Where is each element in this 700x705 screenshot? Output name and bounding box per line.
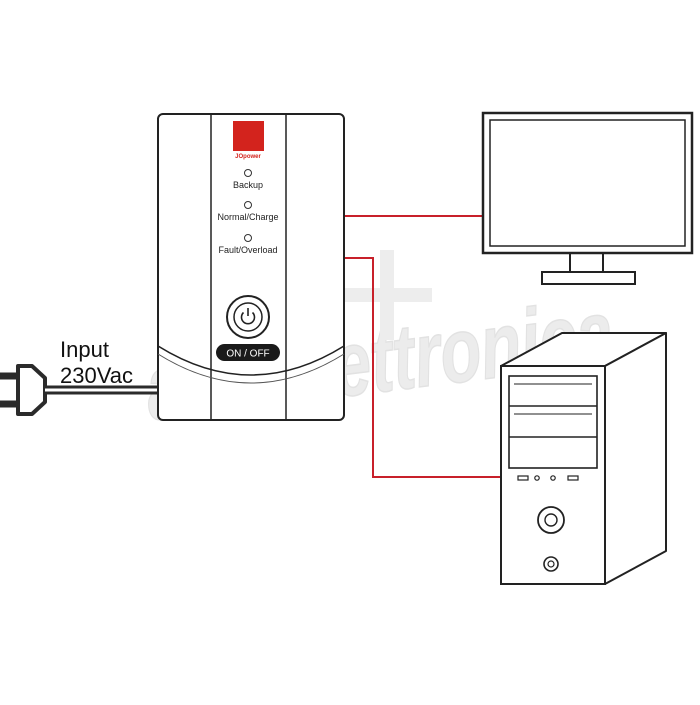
tower-reset-button xyxy=(543,556,559,572)
indicator-label: Normal/Charge xyxy=(217,212,278,222)
cable-to-computer xyxy=(344,257,500,478)
monitor-stand xyxy=(541,271,636,285)
indicator-backup: Backup xyxy=(233,169,263,190)
indicator-label: Fault/Overload xyxy=(218,245,277,255)
input-label-line1: Input xyxy=(60,337,109,362)
indicator-fault-overload: Fault/Overload xyxy=(218,234,278,255)
plug-body xyxy=(16,364,47,416)
tower-side xyxy=(604,332,667,585)
tower-power-button xyxy=(537,506,565,534)
ups-body xyxy=(157,113,345,421)
power-button-label: ON / OFF xyxy=(226,349,269,360)
indicator-normal-charge: Normal/Charge xyxy=(217,201,279,222)
input-label-line2: 230Vac xyxy=(60,363,133,388)
brand-text: JOpower xyxy=(235,154,261,160)
input-plug xyxy=(0,364,160,416)
watermark-plus xyxy=(342,250,432,340)
monitor-icon xyxy=(481,111,694,285)
indicator-label: Backup xyxy=(233,180,263,190)
monitor-screen xyxy=(489,119,686,247)
power-button-label-bg xyxy=(216,344,280,361)
led-icon xyxy=(244,201,252,209)
power-button xyxy=(226,295,270,339)
computer-tower-icon xyxy=(500,332,667,585)
led-icon xyxy=(244,234,252,242)
front-ports xyxy=(517,475,579,481)
drive-bays xyxy=(508,375,598,469)
power-icon xyxy=(240,308,256,325)
led-icon xyxy=(244,169,252,177)
ups-unit: JOpower Backup Normal/Charge Fault/Overl… xyxy=(157,113,345,421)
ups-front-curve xyxy=(157,345,345,376)
brand-logo xyxy=(233,121,264,151)
